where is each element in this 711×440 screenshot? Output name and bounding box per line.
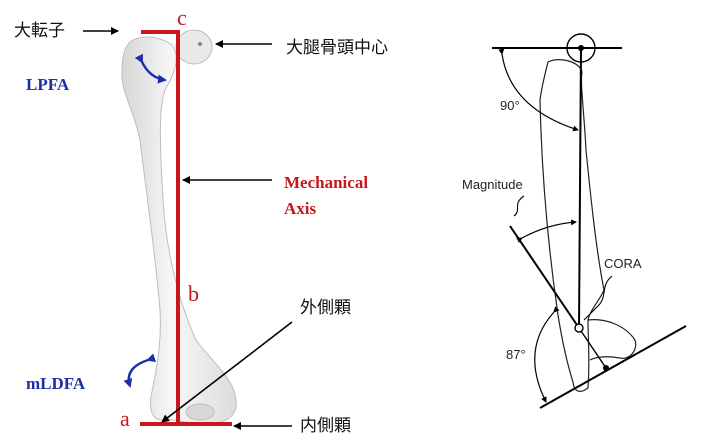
- label-cora: CORA: [604, 256, 642, 271]
- label-lpfa: LPFA: [26, 75, 70, 94]
- deformity-diagram: [492, 33, 687, 409]
- bone-outline: [539, 59, 605, 392]
- angle-arc-90: [498, 48, 579, 132]
- distal-axis: [578, 327, 607, 369]
- angle-arc-87: [534, 306, 560, 403]
- label-magnitude: Magnitude: [462, 177, 523, 192]
- cora-leader: [583, 275, 613, 321]
- label-mldfa: mLDFA: [26, 374, 86, 393]
- label-greater-trochanter: 大転子: [14, 21, 65, 41]
- arrow-lateral-condyle: [161, 321, 293, 423]
- mldfa-angle-arrow: [123, 353, 157, 388]
- label-lateral-condyle: 外側顆: [300, 298, 351, 318]
- head-center-dot: [198, 42, 202, 46]
- joint-line: [539, 325, 687, 409]
- label-point-c: c: [177, 5, 187, 30]
- lpfa-angle-arrow: [134, 53, 167, 84]
- cora-point: [574, 323, 584, 333]
- label-femoral-head-center: 大腿骨頭中心: [286, 38, 388, 58]
- proximal-axis: [509, 225, 580, 329]
- label-axis: Axis: [284, 199, 317, 218]
- label-angle-90: 90°: [500, 98, 520, 113]
- magnitude-leader: [513, 195, 525, 217]
- femoral-head: [175, 29, 213, 65]
- mechanical-axis: [140, 30, 232, 426]
- axis-line-right: [578, 47, 582, 329]
- condyle-outline: [587, 319, 637, 361]
- label-medial-condyle: 内側顆: [300, 416, 351, 436]
- label-angle-87: 87°: [506, 347, 526, 362]
- condyle-notch: [185, 403, 215, 421]
- label-point-b: b: [188, 281, 199, 306]
- angle-arc-magnitude: [516, 219, 577, 244]
- label-mechanical: Mechanical: [284, 173, 369, 192]
- label-point-a: a: [120, 406, 130, 431]
